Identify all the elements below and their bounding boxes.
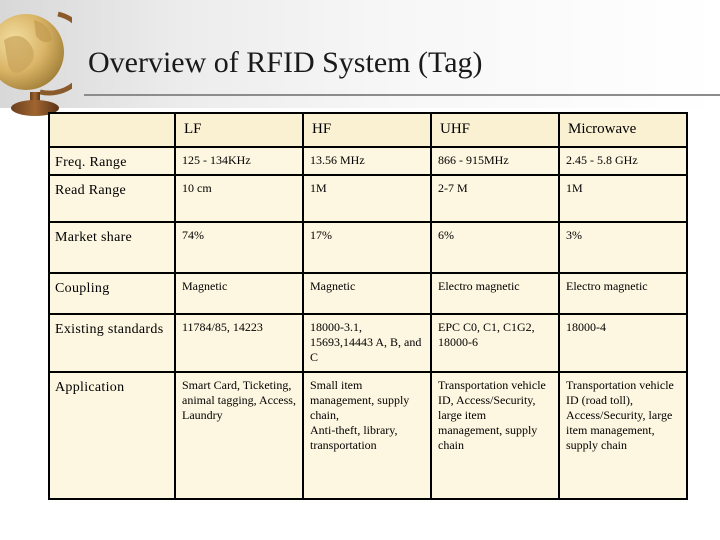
table-header-row: LF HF UHF Microwave bbox=[48, 112, 688, 148]
table-row-application: Application Smart Card, Ticketing, anima… bbox=[48, 371, 688, 500]
globe-icon bbox=[0, 11, 72, 116]
slide-header-background bbox=[0, 0, 720, 108]
table-cell: 866 - 915MHz bbox=[430, 146, 560, 176]
table-cell: 11784/85, 14223 bbox=[174, 313, 304, 373]
table-cell: 2.45 - 5.8 GHz bbox=[558, 146, 688, 176]
slide-title: Overview of RFID System (Tag) bbox=[88, 46, 483, 79]
row-label-market-share: Market share bbox=[48, 221, 176, 274]
table-cell: Transportation vehicle ID, Access/Securi… bbox=[430, 371, 560, 500]
table-row-read-range: Read Range 10 cm 1M 2-7 M 1M bbox=[48, 174, 688, 223]
column-header-uhf: UHF bbox=[430, 112, 560, 148]
table-cell: 18000-4 bbox=[558, 313, 688, 373]
table-cell: 18000-3.1, 15693,14443 A, B, and C bbox=[302, 313, 432, 373]
table-row-coupling: Coupling Magnetic Magnetic Electro magne… bbox=[48, 272, 688, 315]
table-cell: 1M bbox=[302, 174, 432, 223]
table-cell: 10 cm bbox=[174, 174, 304, 223]
table-cell: 3% bbox=[558, 221, 688, 274]
table-cell: 1M bbox=[558, 174, 688, 223]
row-label-coupling: Coupling bbox=[48, 272, 176, 315]
table-cell: Electro magnetic bbox=[430, 272, 560, 315]
table-cell: Magnetic bbox=[174, 272, 304, 315]
row-label-freq-range: Freq. Range bbox=[48, 146, 176, 176]
table-row-market-share: Market share 74% 17% 6% 3% bbox=[48, 221, 688, 274]
row-label-existing-standards: Existing standards bbox=[48, 313, 176, 373]
column-header-lf: LF bbox=[174, 112, 304, 148]
table-cell: 125 - 134KHz bbox=[174, 146, 304, 176]
table-cell: 6% bbox=[430, 221, 560, 274]
table-cell: EPC C0, C1, C1G2, 18000-6 bbox=[430, 313, 560, 373]
table-cell: Small item management, supply chain, Ant… bbox=[302, 371, 432, 500]
title-rule bbox=[84, 94, 720, 96]
header-corner-cell bbox=[48, 112, 176, 148]
table-cell: 2-7 M bbox=[430, 174, 560, 223]
table-row-existing-standards: Existing standards 11784/85, 14223 18000… bbox=[48, 313, 688, 373]
table-cell: 13.56 MHz bbox=[302, 146, 432, 176]
table-cell: Transportation vehicle ID (road toll), A… bbox=[558, 371, 688, 500]
table-row-freq-range: Freq. Range 125 - 134KHz 13.56 MHz 866 -… bbox=[48, 146, 688, 176]
table-cell: Smart Card, Ticketing, animal tagging, A… bbox=[174, 371, 304, 500]
table-cell: Electro magnetic bbox=[558, 272, 688, 315]
row-label-application: Application bbox=[48, 371, 176, 500]
row-label-read-range: Read Range bbox=[48, 174, 176, 223]
table-cell: 17% bbox=[302, 221, 432, 274]
table-cell: Magnetic bbox=[302, 272, 432, 315]
column-header-microwave: Microwave bbox=[558, 112, 688, 148]
column-header-hf: HF bbox=[302, 112, 432, 148]
rfid-comparison-table: LF HF UHF Microwave Freq. Range 125 - 13… bbox=[48, 112, 688, 500]
table-cell: 74% bbox=[174, 221, 304, 274]
